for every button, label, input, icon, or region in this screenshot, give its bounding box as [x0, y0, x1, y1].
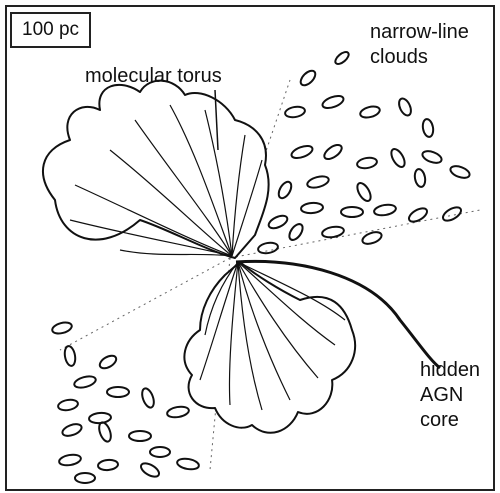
- core-label-line2: AGN: [420, 383, 480, 408]
- core-label-line3: core: [420, 408, 480, 433]
- core-label: hidden AGN core: [420, 358, 480, 433]
- clouds-label-line1: narrow-line: [370, 20, 469, 45]
- molecular-torus: [43, 81, 355, 433]
- scale-label: 100 pc: [10, 12, 91, 48]
- scale-label-text: 100 pc: [22, 19, 79, 40]
- narrow-line-clouds-lower: [51, 321, 200, 483]
- clouds-label: narrow-line clouds: [370, 20, 469, 70]
- core-label-line1: hidden: [420, 358, 480, 383]
- torus-label-text: molecular torus: [85, 65, 222, 87]
- torus-label: molecular torus: [85, 64, 222, 88]
- clouds-label-line2: clouds: [370, 45, 469, 70]
